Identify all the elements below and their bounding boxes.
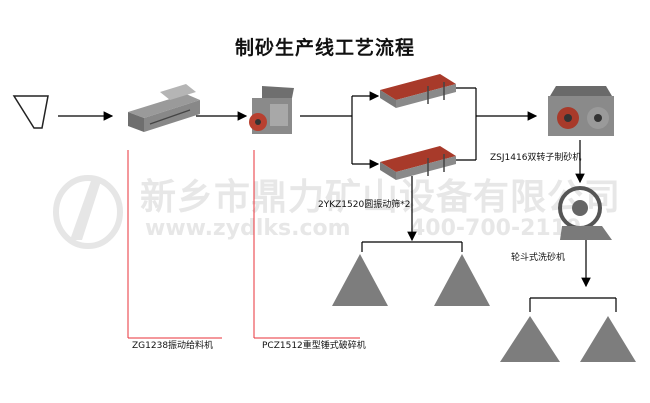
sand-pile-1 [332, 254, 388, 306]
label-roller-sand-maker: ZSJ1416双转子制砂机 [490, 153, 582, 163]
sand-pile-4 [580, 316, 636, 362]
red-leader-lines [127, 150, 360, 339]
vibrating-screen-upper [380, 74, 456, 108]
vibrating-screen-lower [380, 146, 456, 180]
label-vibrating-screen: 2YKZ1520圆振动筛*2 [318, 200, 411, 210]
page-title: 制砂生产线工艺流程 [234, 37, 415, 59]
roller-sand-maker-machine [548, 86, 614, 136]
flow-arrows [58, 87, 617, 312]
watermark-phone: 400-700-2119 [410, 216, 582, 241]
sand-washer-machine [558, 186, 612, 240]
sand-pile-3 [500, 316, 560, 362]
vibrating-feeder-machine [128, 84, 200, 132]
label-sand-washer: 轮斗式洗砂机 [511, 253, 566, 263]
sand-pile-2 [434, 254, 490, 306]
feed-hopper [12, 95, 49, 129]
label-vibrating-feeder: ZG1238振动给料机 [132, 341, 214, 351]
watermark-company: 新乡市鼎力矿山设备有限公司 [140, 177, 622, 218]
watermark-logo [53, 175, 123, 249]
label-hammer-crusher: PCZ1512重型锤式破碎机 [262, 341, 366, 351]
watermark-url: www.zydlks.com [145, 216, 351, 241]
hammer-crusher-machine [249, 86, 294, 134]
